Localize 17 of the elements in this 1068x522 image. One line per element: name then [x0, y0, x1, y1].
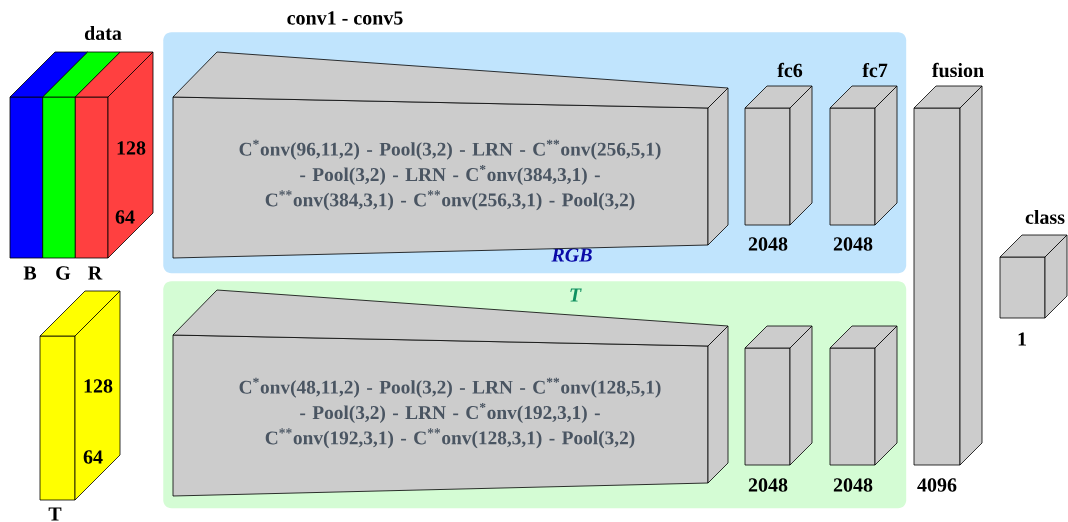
channel-label: T	[48, 507, 62, 521]
size-label: 2048	[748, 478, 788, 492]
layer-label: fusion	[932, 62, 984, 78]
size-label: 2048	[748, 237, 788, 251]
size-label: 2048	[833, 237, 873, 251]
group-title: conv1 - conv5	[287, 11, 403, 25]
size-label: 2048	[833, 478, 873, 492]
network-label: T	[570, 288, 582, 302]
channel-label: B	[23, 266, 37, 280]
data-label: data	[84, 26, 122, 41]
channel-label: R	[88, 266, 103, 280]
layer-label: fc6	[777, 62, 803, 78]
size-label: 1	[1018, 332, 1026, 346]
layer-label: class	[1025, 210, 1065, 225]
layer-label: fc7	[862, 62, 888, 78]
size-label: 4096	[917, 478, 957, 492]
channel-label: G	[56, 266, 71, 280]
